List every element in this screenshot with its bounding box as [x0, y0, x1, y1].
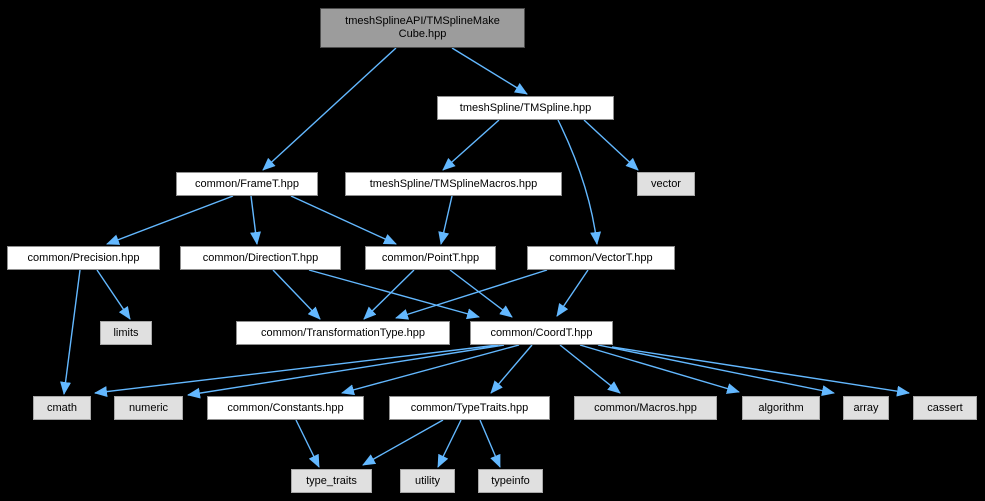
node-coordt[interactable]: common/CoordT.hpp — [470, 321, 613, 345]
node-label: tmeshSpline/TMSpline.hpp — [459, 101, 592, 114]
node-numeric: numeric — [114, 396, 183, 420]
node-directiont[interactable]: common/DirectionT.hpp — [180, 246, 341, 270]
node-label: common/DirectionT.hpp — [202, 251, 319, 264]
node-label: common/PointT.hpp — [381, 251, 480, 264]
edge-typetraits-to-utility — [437, 419, 462, 468]
node-algorithm: algorithm — [742, 396, 820, 420]
edge-coordt-to-array — [597, 344, 835, 396]
edge-makecube-to-framet — [262, 47, 397, 171]
node-pointt[interactable]: common/PointT.hpp — [365, 246, 496, 270]
node-precision[interactable]: common/Precision.hpp — [7, 246, 160, 270]
node-label: cmath — [47, 401, 77, 414]
node-label: common/Macros.hpp — [594, 401, 697, 414]
node-label: algorithm — [758, 401, 804, 414]
node-tmspline[interactable]: tmeshSpline/TMSpline.hpp — [437, 96, 614, 120]
node-framet[interactable]: common/FrameT.hpp — [176, 172, 318, 196]
node-array: array — [843, 396, 889, 420]
node-label: common/Precision.hpp — [27, 251, 140, 264]
edge-coordt-to-algorithm — [579, 344, 740, 394]
node-label: common/CoordT.hpp — [490, 326, 593, 339]
node-vector: vector — [637, 172, 695, 196]
edge-precision-to-limits — [96, 269, 131, 320]
node-label: utility — [414, 474, 441, 487]
node-typetraits[interactable]: common/TypeTraits.hpp — [389, 396, 550, 420]
node-label: common/VectorT.hpp — [549, 251, 653, 264]
edge-tmspline-to-vectort — [557, 119, 602, 245]
node-cmath: cmath — [33, 396, 91, 420]
edge-typetraits-to-typeinfo — [479, 419, 501, 468]
node-cassert: cassert — [913, 396, 977, 420]
edge-coordt-to-macros — [559, 344, 621, 394]
edge-makecube-to-tmspline — [451, 47, 528, 95]
node-label: tmeshSplineAPI/TMSplineMake — [345, 15, 500, 27]
edge-framet-to-pointt — [290, 195, 397, 245]
edge-pointt-to-coordt — [449, 269, 513, 318]
node-label: vector — [651, 177, 681, 190]
edge-framet-to-directiont — [250, 195, 261, 245]
edge-tmspline-to-vector — [583, 119, 639, 171]
node-utility: utility — [400, 469, 455, 493]
node-limits: limits — [100, 321, 152, 345]
edge-typetraits-to-type_traits — [362, 419, 444, 466]
edge-directiont-to-coordt — [308, 269, 480, 320]
node-label: tmeshSpline/TMSplineMacros.hpp — [369, 177, 538, 190]
node-label: type_traits — [306, 474, 357, 487]
node-type_traits: type_traits — [291, 469, 372, 493]
edge-coordt-to-constants — [341, 344, 520, 396]
node-label: common/FrameT.hpp — [195, 177, 299, 190]
edge-precision-to-cmath — [60, 269, 81, 395]
node-constants[interactable]: common/Constants.hpp — [207, 396, 364, 420]
node-label: Cube.hpp — [398, 28, 447, 40]
node-transformationtype[interactable]: common/TransformationType.hpp — [236, 321, 450, 345]
node-label: numeric — [128, 401, 169, 414]
edge-pointt-to-transformationtype — [363, 269, 415, 320]
node-label: common/Constants.hpp — [227, 401, 344, 414]
node-macros: common/Macros.hpp — [574, 396, 717, 420]
edge-coordt-to-cmath — [94, 344, 499, 398]
edge-vectort-to-transformationtype — [395, 269, 548, 320]
node-label: common/TransformationType.hpp — [260, 326, 426, 339]
edge-coordt-to-cassert — [611, 346, 910, 397]
edge-constants-to-type_traits — [295, 419, 320, 468]
edge-tmsplinemacros-to-pointt — [438, 195, 453, 245]
edge-coordt-to-typetraits — [490, 344, 533, 394]
node-tmsplinemacros[interactable]: tmeshSpline/TMSplineMacros.hpp — [345, 172, 562, 196]
edge-tmspline-to-tmsplinemacros — [442, 119, 500, 171]
node-label: cassert — [927, 401, 963, 414]
node-label: array — [853, 401, 879, 414]
node-label: common/TypeTraits.hpp — [410, 401, 529, 414]
edge-vectort-to-coordt — [556, 269, 589, 317]
node-label: typeinfo — [491, 474, 530, 487]
edge-directiont-to-transformationtype — [272, 269, 321, 320]
node-vectort[interactable]: common/VectorT.hpp — [527, 246, 675, 270]
node-typeinfo: typeinfo — [478, 469, 543, 493]
node-label: limits — [113, 326, 139, 339]
edge-coordt-to-numeric — [187, 344, 505, 399]
edge-framet-to-precision — [106, 195, 234, 245]
